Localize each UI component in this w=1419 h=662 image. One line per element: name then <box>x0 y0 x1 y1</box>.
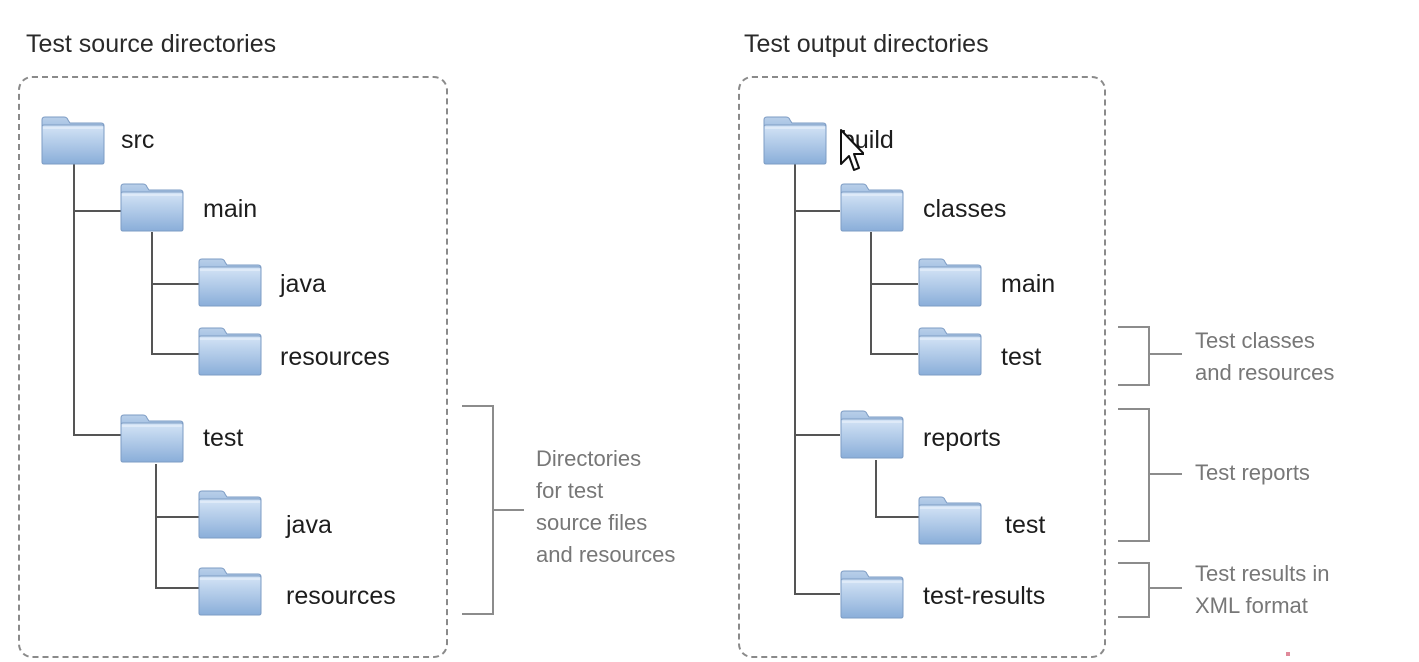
folder-icon <box>917 494 983 546</box>
source-dirs-panel <box>18 76 448 658</box>
folder-label-main-resources: resources <box>280 343 390 371</box>
reports-bracket <box>1118 408 1150 542</box>
tree-line <box>73 434 121 436</box>
folder-test-results[interactable] <box>839 568 905 620</box>
tree-line <box>151 353 199 355</box>
tree-line <box>73 164 75 435</box>
folder-icon <box>917 325 983 377</box>
tree-line <box>794 593 840 595</box>
annotation-line: Directories <box>536 446 642 471</box>
stray-mark <box>1286 652 1290 656</box>
folder-label-classes-main: main <box>1001 270 1056 298</box>
tree-line <box>794 210 840 212</box>
folder-label-reports-test: test <box>1005 511 1046 539</box>
tree-line <box>875 516 919 518</box>
tree-line <box>73 210 121 212</box>
output-dirs-title: Test output directories <box>744 30 989 58</box>
folder-icon <box>839 408 905 460</box>
bracket-tick <box>1150 587 1182 589</box>
folder-label-test-results: test-results <box>923 582 1046 610</box>
folder-icon <box>839 568 905 620</box>
folder-label-test-java: java <box>286 511 332 539</box>
folder-icon <box>197 565 263 617</box>
results-bracket <box>1118 562 1150 618</box>
tree-line <box>155 516 199 518</box>
folder-label-main: main <box>203 195 258 223</box>
annotation-line: Test reports <box>1195 460 1310 485</box>
tree-line <box>794 164 796 594</box>
tree-line <box>151 283 199 285</box>
annotation-line: and resources <box>536 542 676 567</box>
folder-reports[interactable] <box>839 408 905 460</box>
folder-icon <box>40 114 106 166</box>
results-annotation: Test results in XML format <box>1195 558 1330 622</box>
tree-line <box>151 232 153 354</box>
annotation-line: source files <box>536 510 648 535</box>
annotation-line: for test <box>536 478 604 503</box>
folder-classes-test[interactable] <box>917 325 983 377</box>
folder-icon <box>762 114 828 166</box>
mouse-cursor-icon <box>840 129 864 171</box>
folder-main-java[interactable] <box>197 256 263 308</box>
folder-classes[interactable] <box>839 181 905 233</box>
folder-label-src: src <box>121 126 155 154</box>
output-dirs-panel <box>738 76 1106 658</box>
bracket-tick <box>1150 353 1182 355</box>
folder-icon <box>197 488 263 540</box>
annotation-line: and resources <box>1195 360 1335 385</box>
folder-label-main-java: java <box>280 270 326 298</box>
tree-line <box>875 460 877 518</box>
folder-src[interactable] <box>40 114 106 166</box>
source-dirs-title: Test source directories <box>26 30 277 58</box>
reports-annotation: Test reports <box>1195 457 1310 489</box>
folder-label-classes: classes <box>923 195 1007 223</box>
folder-icon <box>119 181 185 233</box>
folder-icon <box>197 256 263 308</box>
tree-line <box>794 434 840 436</box>
bracket-tick <box>494 509 524 511</box>
annotation-line: XML format <box>1195 593 1308 618</box>
annotation-line: Test results in <box>1195 561 1330 586</box>
folder-main-resources[interactable] <box>197 325 263 377</box>
tree-line <box>155 464 157 588</box>
folder-label-test: test <box>203 424 244 452</box>
tree-line <box>870 232 872 354</box>
folder-reports-test[interactable] <box>917 494 983 546</box>
folder-build[interactable] <box>762 114 828 166</box>
folder-label-classes-test: test <box>1001 343 1042 371</box>
bracket-tick <box>1150 473 1182 475</box>
folder-label-test-resources: resources <box>286 582 396 610</box>
folder-test-java[interactable] <box>197 488 263 540</box>
tree-line <box>870 353 918 355</box>
tree-line <box>870 283 918 285</box>
folder-label-reports: reports <box>923 424 1001 452</box>
folder-icon <box>917 256 983 308</box>
source-bracket <box>462 405 494 615</box>
folder-icon <box>839 181 905 233</box>
folder-test[interactable] <box>119 412 185 464</box>
folder-icon <box>197 325 263 377</box>
folder-main[interactable] <box>119 181 185 233</box>
classes-bracket <box>1118 326 1150 386</box>
classes-annotation: Test classes and resources <box>1195 325 1334 389</box>
tree-line <box>155 587 199 589</box>
annotation-line: Test classes <box>1195 328 1315 353</box>
folder-classes-main[interactable] <box>917 256 983 308</box>
folder-icon <box>119 412 185 464</box>
folder-test-resources[interactable] <box>197 565 263 617</box>
source-annotation: Directories for test source files and re… <box>536 443 675 571</box>
